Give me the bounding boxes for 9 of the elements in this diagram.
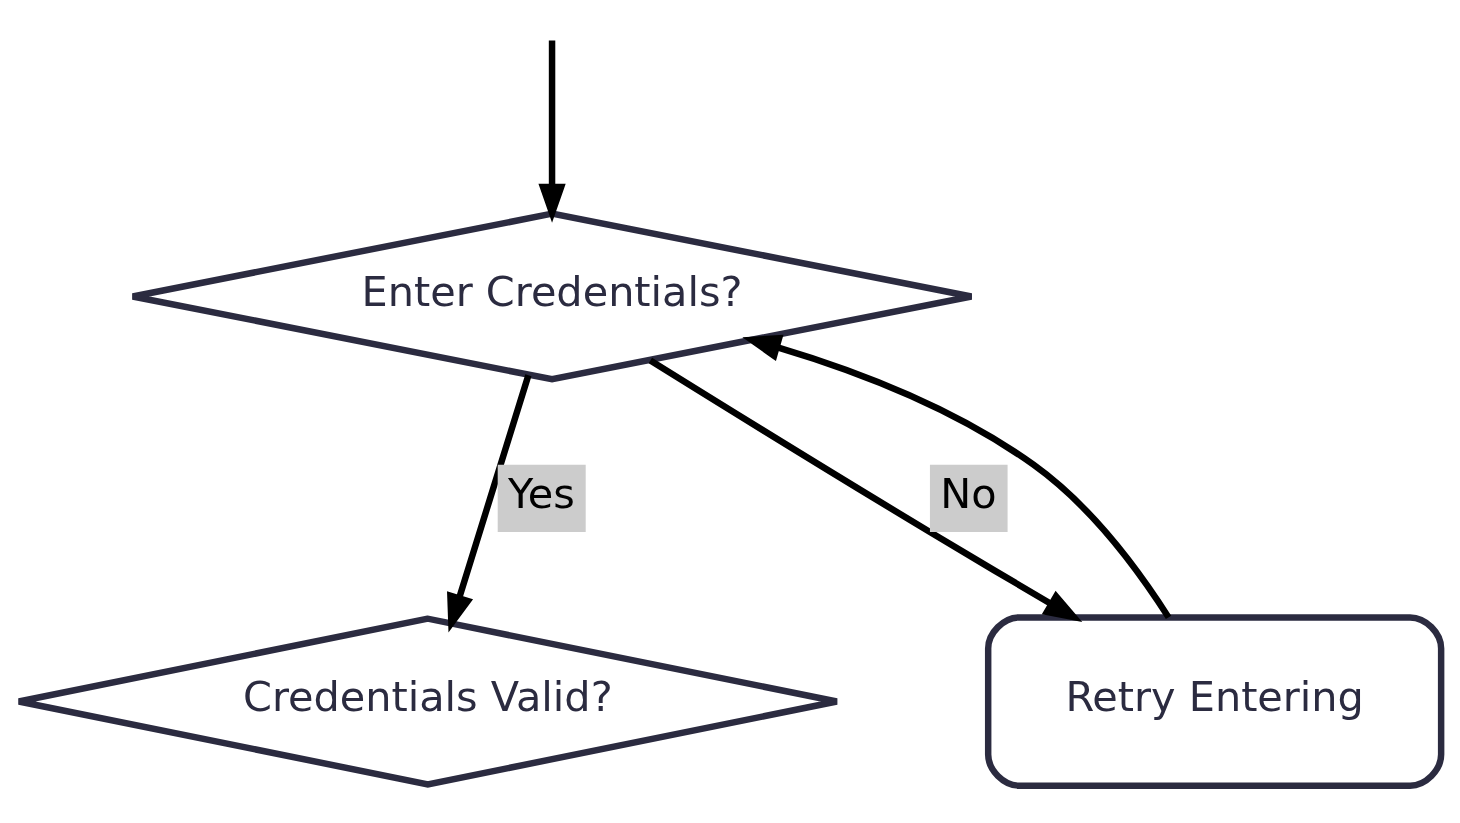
node-diamond: Credentials Valid? xyxy=(15,614,840,788)
arrow xyxy=(648,357,1083,622)
node-box: Retry Entering xyxy=(984,613,1445,789)
arrow xyxy=(742,334,1172,619)
node-diamond: Enter Credentials? xyxy=(129,209,975,383)
arrow xyxy=(447,373,532,632)
edge-label: No xyxy=(940,469,997,518)
arrow xyxy=(538,39,566,223)
edge-label: Yes xyxy=(508,469,575,518)
